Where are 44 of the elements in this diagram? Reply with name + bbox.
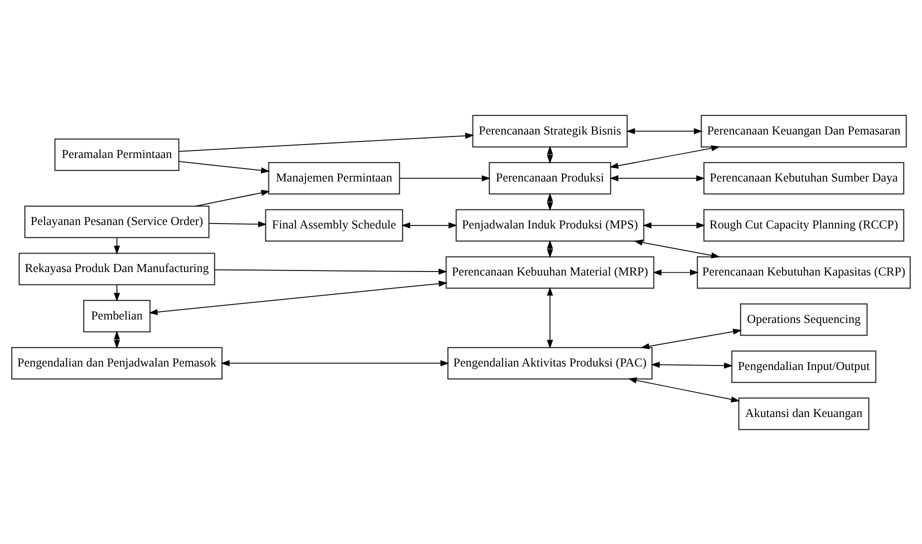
node-box: Perencanaan Keuangan Dan Pemasaran [700, 114, 907, 147]
arrow [178, 160, 270, 173]
node-box: Operations Sequencing [740, 302, 868, 336]
arrow [642, 222, 706, 228]
arrow [626, 128, 703, 134]
node-box: Rough Cut Capacity Planning (RCCP) [703, 208, 904, 242]
node-box: Perencanaan Kebutuhan Sumber Daya [703, 162, 904, 194]
arrow [195, 189, 270, 206]
arrow [114, 284, 120, 302]
arrow [220, 360, 450, 366]
arrow [399, 174, 491, 181]
arrow [652, 268, 699, 276]
arrow [208, 220, 267, 227]
node-box: Perencanaan Strategik Bisnis [472, 114, 628, 147]
arrow [114, 236, 120, 254]
node-box: Manajemen Permintaan [268, 162, 400, 194]
node-box: Pengendalian Input/Output [731, 350, 876, 382]
arrow [628, 376, 740, 402]
arrow [546, 145, 554, 164]
arrow [214, 268, 448, 274]
arrow [546, 286, 554, 348]
node-box: Pembelian [83, 299, 151, 332]
node-box: Peramalan Permintaan [54, 138, 180, 171]
arrow [610, 174, 706, 181]
node-box: Perencanaan Kebutuhan Kapasitas (CRP) [696, 256, 911, 288]
node-box: Pengendalian Aktivitas Produksi (PAC) [447, 346, 653, 379]
node-box: Akutansi dan Keuangan [738, 397, 870, 430]
arrow [401, 222, 458, 228]
arrow [634, 239, 720, 258]
arrow [640, 328, 742, 349]
arrow [546, 192, 554, 210]
node-box: Pengendalian dan Penjadwalan Pemasok [11, 346, 223, 379]
arrow [148, 280, 448, 315]
arrow [650, 361, 733, 368]
node-box: Perencanaan Produksi [488, 162, 612, 194]
arrow [610, 144, 720, 168]
node-box: Pelayanan Pesanan (Service Order) [24, 205, 210, 238]
node-box: Perencanaan Kebuuhan Material (MRP) [446, 256, 654, 288]
arrow [114, 330, 120, 348]
arrow [546, 239, 554, 258]
node-box: Penjadwalan Induk Produksi (MPS) [456, 208, 644, 242]
node-box: Final Assembly Schedule [265, 208, 404, 242]
arrow [178, 132, 474, 152]
node-box: Rekayasa Produk Dan Manufacturing [18, 252, 216, 285]
